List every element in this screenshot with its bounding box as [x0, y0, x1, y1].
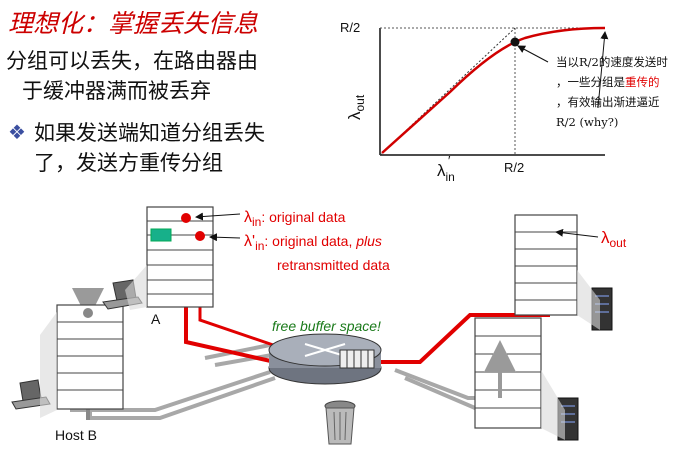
lambda-in-sub: in [252, 215, 261, 229]
host-receiver-top [514, 214, 578, 316]
bullet-line-2a-text: 如果发送端知道分组丢失 [34, 121, 265, 145]
lambda-in-prime-plus: plus [355, 233, 382, 249]
lambda-out-symbol: λ [601, 228, 610, 247]
lambda-in-label: λin: original data [244, 209, 346, 229]
host-b: Host B [55, 304, 124, 443]
graph-note-line3: ，有效输出渐进逼近 [556, 95, 660, 109]
lambda-in-prime-symbol: λ' [244, 233, 255, 250]
graph-diagonal [379, 27, 516, 156]
lambda-out-label: λout [601, 228, 627, 250]
graph-note: 当以R/2的速度发送时 ，一些分组是重传的 ，有效输出渐进逼近 R/2 (why… [556, 55, 668, 129]
lambda-in-prime-text1: : original data, [264, 233, 356, 249]
bullet-line-1a: 分组可以丢失，在路由器由 [6, 49, 258, 73]
shade-r2 [541, 370, 565, 440]
host-a-buffer-icon [150, 228, 172, 242]
shade-b [40, 312, 57, 418]
lambda-out-sub: out [610, 236, 627, 250]
router-icon [268, 333, 382, 385]
graph-note-line2a: ，一些分组是 [556, 75, 625, 89]
host-a: A [146, 206, 214, 327]
trash-can-icon [324, 400, 356, 445]
note-arrow-point [517, 45, 549, 63]
graph-x-label-prime: ′ [448, 153, 451, 168]
bullet-line-1b: 于缓冲器满而被丢弃 [22, 79, 211, 103]
graph-x-label-sub: in [446, 170, 455, 184]
host-b-label: Host B [55, 427, 97, 443]
router-buffer-queue [339, 349, 375, 369]
lambda-out-arrow [555, 228, 599, 238]
throughput-curve [381, 26, 606, 154]
graph-y-tick: R/2 [340, 20, 360, 35]
graph-note-line2: ，一些分组是重传的 [556, 75, 660, 89]
throughput-graph: R/2 R/2 λout λin ′ 当以R/2的速度发送时 ，一些分组是重传的… [340, 20, 668, 184]
lambda-in-prime-label: λ'in: original data, plus [244, 233, 382, 253]
free-buffer-label: free buffer space! [272, 318, 381, 334]
lambda-in-prime-text2: retransmitted data [277, 257, 390, 273]
host-a-label: A [151, 311, 161, 327]
graph-x-label-main: λ [437, 161, 446, 180]
lambda-in-arrow [195, 212, 241, 221]
lambda-in-symbol: λ [244, 209, 252, 226]
host-receiver-bottom [474, 317, 542, 429]
svg-text:λout: λout [345, 94, 367, 120]
note-arrow-asymptote [597, 31, 609, 109]
bullet-line-2a: 如果发送端知道分组丢失 [6, 118, 265, 148]
graph-x-tick: R/2 [504, 160, 524, 175]
lambda-in-prime-arrow [209, 233, 241, 242]
graph-x-label: λin [437, 161, 455, 184]
graph-point [510, 37, 520, 47]
lambda-in-text: : original data [261, 209, 345, 225]
shade-a [125, 265, 147, 310]
graph-y-label: λout [345, 94, 367, 120]
graph-note-line4: R/2 (why?) [556, 115, 618, 129]
graph-y-label-main: λ [345, 111, 364, 120]
bullet-line-2b: 了，发送方重传分组 [34, 151, 223, 175]
graph-note-line2b: 重传的 [625, 75, 660, 89]
diamond-bullet-icon: ❖ [8, 120, 26, 144]
graph-y-label-sub: out [353, 94, 367, 111]
page-title: 理想化：掌握丢失信息 [8, 9, 259, 38]
graph-note-line1: 当以R/2的速度发送时 [556, 55, 668, 69]
lambda-in-prime-sub: in [255, 239, 264, 253]
shade-r1 [577, 270, 600, 330]
